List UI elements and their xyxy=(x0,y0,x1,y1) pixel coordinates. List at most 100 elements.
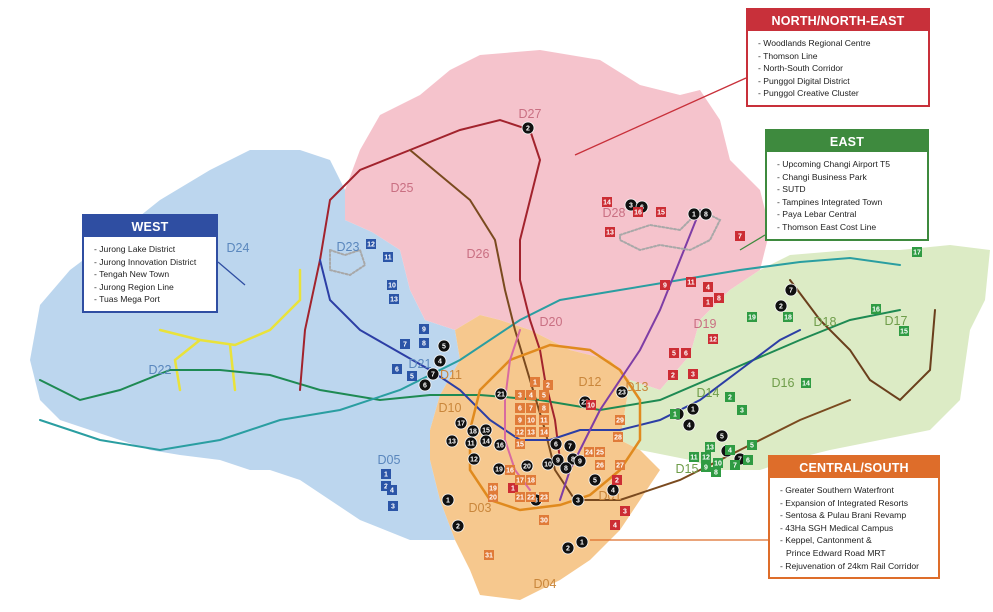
orange-marker-label: 29 xyxy=(616,418,624,425)
black-marker-label: 3 xyxy=(534,498,538,505)
orange-marker-shape xyxy=(515,492,525,502)
black-marker-shape xyxy=(418,378,432,392)
orange-marker-shape xyxy=(613,432,623,442)
orange-marker-shape xyxy=(539,390,549,400)
legend-central-south: CENTRAL/SOUTH - Greater Southern Waterfr… xyxy=(768,455,940,580)
orange-marker: 18 xyxy=(526,475,536,485)
orange-marker-label: 25 xyxy=(596,450,604,457)
black-marker-label: 4 xyxy=(438,359,442,366)
black-marker-label: 8 xyxy=(704,212,708,219)
red-marker: 1 xyxy=(508,483,518,493)
blue-marker-label: 6 xyxy=(395,367,399,374)
orange-marker-label: 30 xyxy=(540,518,548,525)
green-marker-label: 8 xyxy=(714,470,718,477)
black-marker-shape xyxy=(549,437,563,451)
blue-marker-label: 2 xyxy=(384,484,388,491)
red-marker-shape xyxy=(610,520,620,530)
black-marker-label: 15 xyxy=(482,428,490,435)
green-marker-label: 3 xyxy=(740,408,744,415)
orange-marker-shape xyxy=(539,427,549,437)
black-marker: 5 xyxy=(437,339,451,353)
red-marker-shape xyxy=(660,280,670,290)
district-label-d18: D18 xyxy=(814,315,837,329)
green-marker: 8 xyxy=(711,467,721,477)
district-label-d19: D19 xyxy=(694,317,717,331)
black-marker-label: 1 xyxy=(446,498,450,505)
black-marker-label: 6 xyxy=(423,383,427,390)
legend-list: - Upcoming Changi Airport T5 - Changi Bu… xyxy=(767,152,927,239)
orange-marker: 12 xyxy=(515,427,525,437)
blue-marker: 10 xyxy=(387,280,397,290)
orange-marker-label: 2 xyxy=(546,383,550,390)
orange-marker-shape xyxy=(526,390,536,400)
green-marker: 6 xyxy=(743,455,753,465)
blue-marker-shape xyxy=(389,294,399,304)
green-marker-shape xyxy=(725,392,735,402)
black-marker-shape xyxy=(493,438,507,452)
blue-marker-shape xyxy=(387,485,397,495)
orange-marker-label: 20 xyxy=(489,495,497,502)
red-marker-label: 1 xyxy=(706,300,710,307)
green-marker: 9 xyxy=(701,462,711,472)
black-marker-shape xyxy=(575,535,589,549)
red-marker-shape xyxy=(612,475,622,485)
legend-item: - Woodlands Regional Centre xyxy=(758,38,871,48)
legend-item: Prince Edward Road MRT xyxy=(786,547,886,558)
district-label-d10: D10 xyxy=(439,401,462,415)
legend-item: - North-South Corridor xyxy=(758,63,844,74)
green-marker-shape xyxy=(783,312,793,322)
legend-title: WEST xyxy=(84,216,216,237)
cross-island-line xyxy=(39,256,901,452)
legend-item: - Jurong Lake District xyxy=(94,244,176,254)
red-marker-shape xyxy=(633,207,643,217)
red-marker-label: 1 xyxy=(511,486,515,493)
black-marker: 6 xyxy=(549,437,563,451)
blue-marker-label: 5 xyxy=(410,374,414,381)
district-label-d23: D23 xyxy=(337,240,360,254)
blue-marker-label: 4 xyxy=(390,488,394,495)
orange-marker-shape xyxy=(515,415,525,425)
green-marker-label: 12 xyxy=(702,455,710,462)
blue-marker-shape xyxy=(387,280,397,290)
black-marker: 7 xyxy=(784,283,798,297)
red-marker: 1 xyxy=(703,297,713,307)
red-marker-label: 2 xyxy=(615,478,619,485)
black-marker-label: 8 xyxy=(564,466,568,473)
black-marker-label: 14 xyxy=(482,439,490,446)
legend-item: - Greater Southern Waterfront xyxy=(780,485,894,495)
red-marker-label: 3 xyxy=(691,372,695,379)
black-marker-label: 19 xyxy=(495,467,503,474)
black-marker: 1 xyxy=(686,402,700,416)
black-marker: 7 xyxy=(426,367,440,381)
bukit-panjang-loop xyxy=(329,248,367,277)
green-marker-label: 14 xyxy=(802,381,810,388)
black-marker: 2 xyxy=(451,519,465,533)
red-marker-shape xyxy=(708,334,718,344)
black-marker-shape xyxy=(588,473,602,487)
black-marker: 8 xyxy=(559,461,573,475)
orange-marker-label: 19 xyxy=(489,486,497,493)
green-marker-shape xyxy=(747,312,757,322)
orange-marker-label: 24 xyxy=(585,450,593,457)
red-marker: 10 xyxy=(586,400,596,410)
red-marker-shape xyxy=(735,231,745,241)
blue-marker-shape xyxy=(381,481,391,491)
legend-list: - Jurong Lake District - Jurong Innovati… xyxy=(84,237,216,311)
black-marker-label: 2 xyxy=(456,524,460,531)
orange-marker: 17 xyxy=(515,475,525,485)
red-marker-shape xyxy=(586,400,596,410)
orange-marker-shape xyxy=(539,415,549,425)
orange-marker-label: 12 xyxy=(516,430,524,437)
orange-marker: 8 xyxy=(539,403,549,413)
green-marker-shape xyxy=(713,458,723,468)
orange-marker-label: 8 xyxy=(542,406,546,413)
district-label-d11: D11 xyxy=(440,368,462,382)
black-marker-label: 1 xyxy=(580,540,584,547)
orange-marker-shape xyxy=(488,492,498,502)
orange-marker-shape xyxy=(595,447,605,457)
green-marker: 2 xyxy=(725,392,735,402)
black-marker-shape xyxy=(551,453,565,467)
green-marker-label: 19 xyxy=(748,315,756,322)
black-marker: 8 xyxy=(699,207,713,221)
black-marker-shape xyxy=(437,339,451,353)
